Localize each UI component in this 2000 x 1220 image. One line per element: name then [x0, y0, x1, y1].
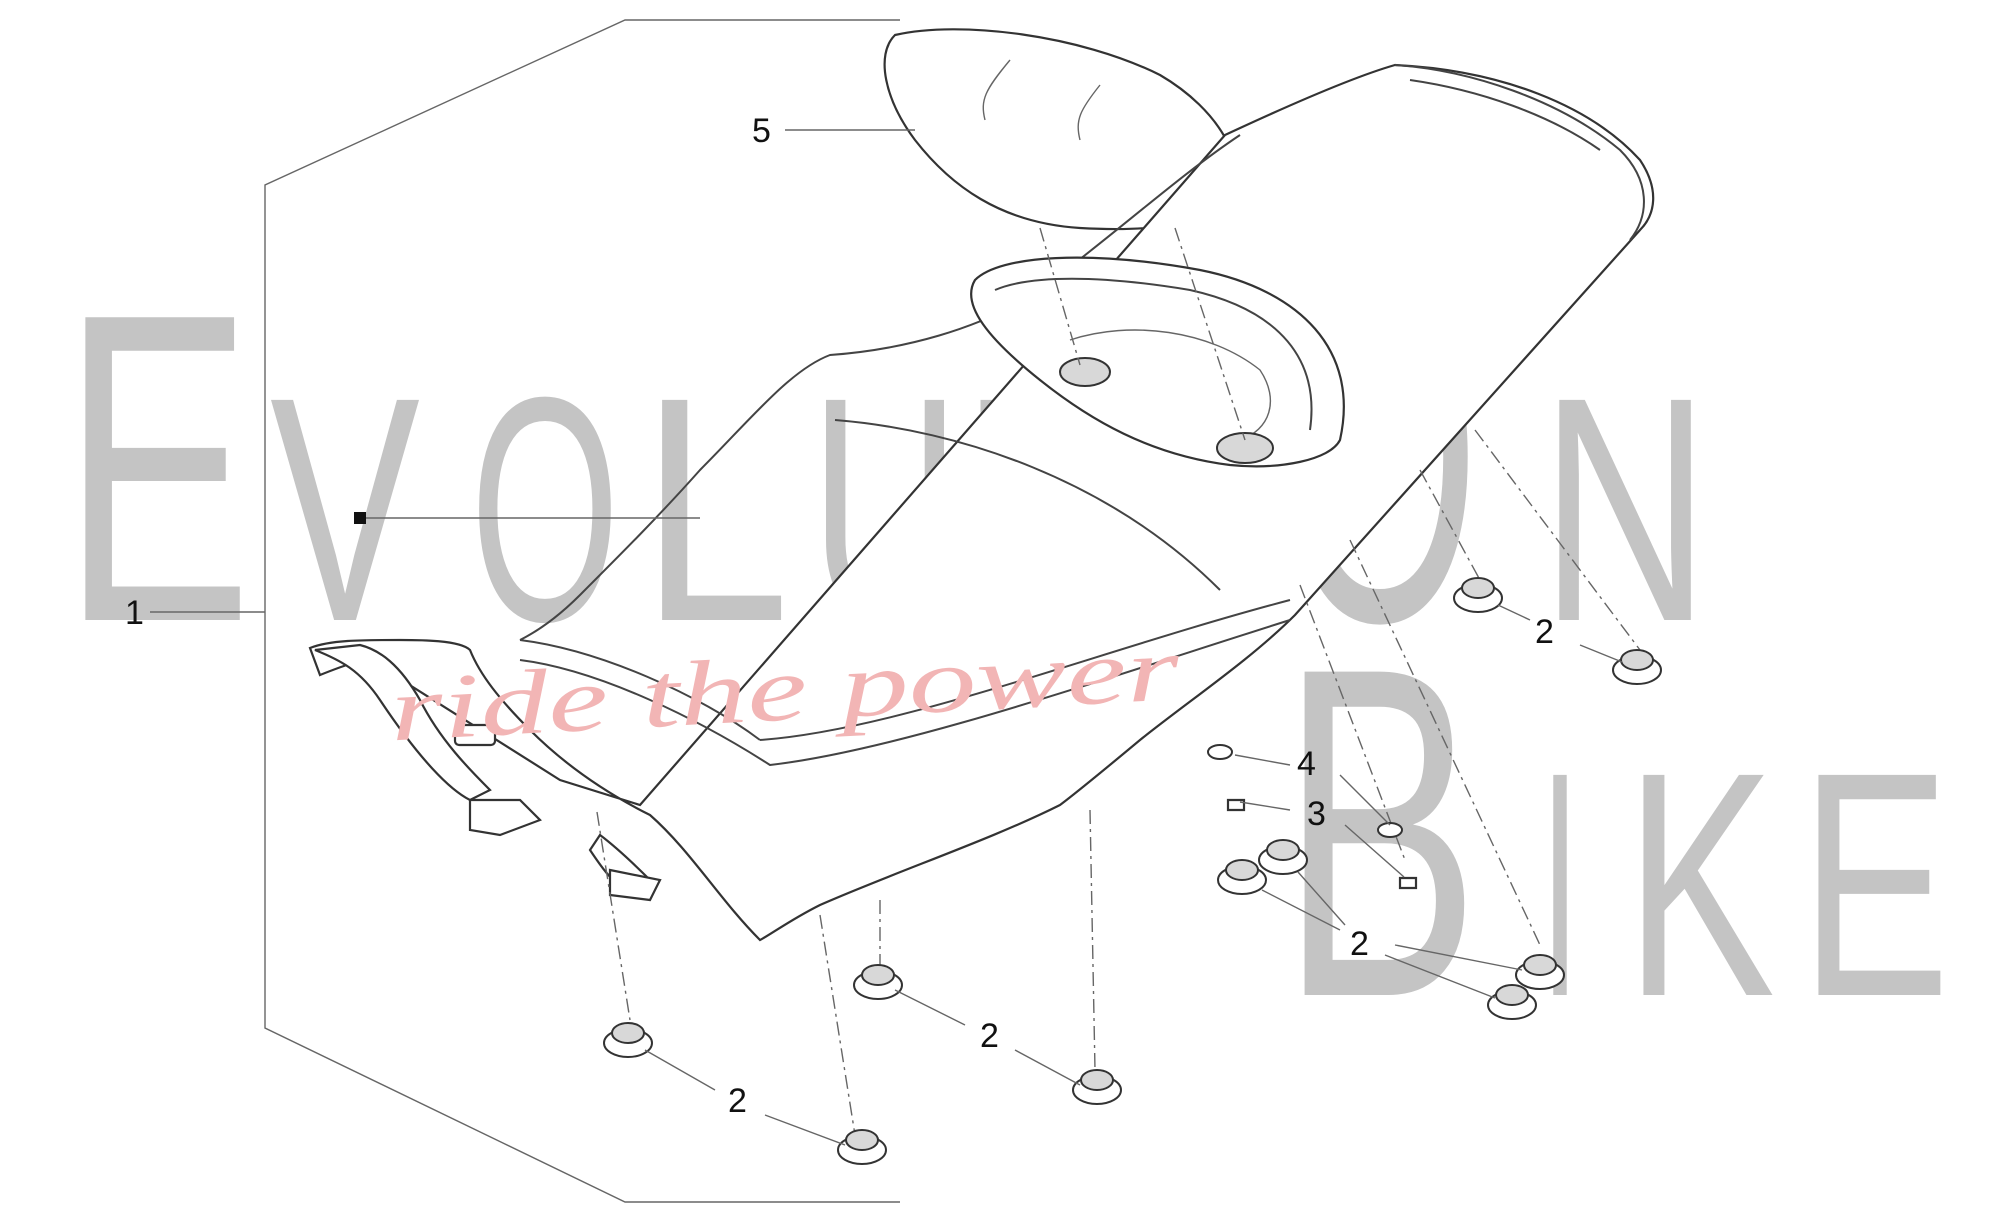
- grommet: [1612, 649, 1662, 685]
- grommet: [1217, 859, 1267, 895]
- leader-lines: [354, 129, 1623, 1146]
- grommet: [837, 1129, 887, 1165]
- grommet: [603, 1022, 653, 1058]
- callout-2-right-bottom: 2: [1350, 925, 1369, 963]
- grommet: [1258, 839, 1308, 875]
- grommet: [1487, 984, 1537, 1020]
- grommets: [603, 577, 1662, 1165]
- washer: [1207, 744, 1233, 760]
- watermark-letter-i2: I: [1540, 705, 1580, 1063]
- washer: [1377, 822, 1403, 838]
- grommet: [1453, 577, 1503, 613]
- watermark-letter-e2: E: [1800, 705, 1950, 1063]
- clip: [1398, 876, 1418, 890]
- grommet: [1072, 1069, 1122, 1105]
- callout-3: 3: [1307, 795, 1326, 833]
- callout-1: 1: [125, 594, 144, 632]
- watermark-letter-k: K: [1625, 705, 1775, 1063]
- watermark-letter-e: E: [62, 223, 252, 714]
- watermark-letter-n: N: [1540, 330, 1710, 688]
- callout-2-right-top: 2: [1535, 613, 1554, 651]
- marker-square: [354, 512, 366, 524]
- callout-labels: 1 2 2 2 2 3 4 5: [125, 112, 1554, 1120]
- callout-2-bottom-middle: 2: [980, 1017, 999, 1055]
- grommet: [1515, 954, 1565, 990]
- callout-4: 4: [1297, 745, 1316, 783]
- clip: [1226, 798, 1246, 812]
- assembly-lines: [596, 227, 1641, 1136]
- washers-and-clips: [1207, 744, 1418, 890]
- watermark-letter-o: O: [470, 330, 620, 688]
- grommet: [853, 964, 903, 1000]
- watermark-letter-v: V: [270, 330, 421, 688]
- callout-2-bottom-left: 2: [728, 1082, 747, 1120]
- callout-5: 5: [752, 112, 771, 150]
- watermark-letter-l: L: [640, 330, 790, 688]
- assembly-bracket: [150, 19, 900, 1203]
